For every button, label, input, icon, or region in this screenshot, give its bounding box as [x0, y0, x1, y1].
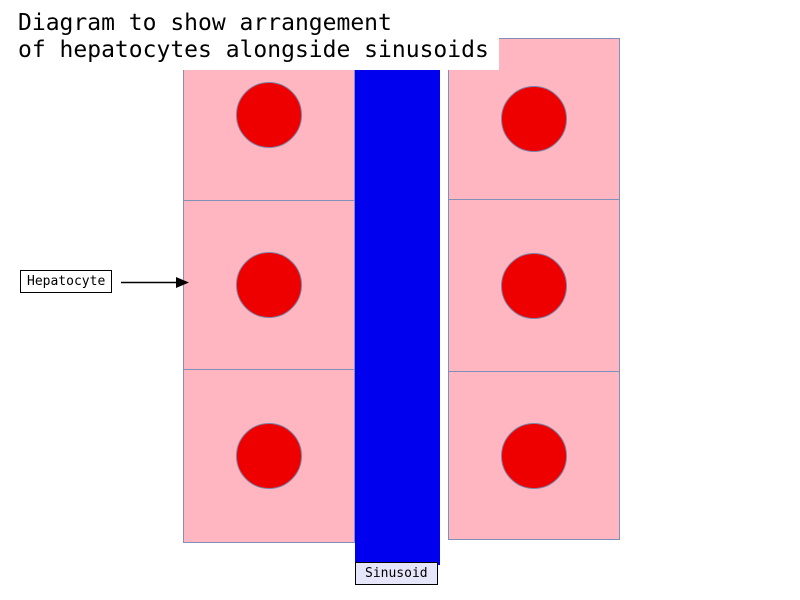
- hepatocyte-cell: [448, 199, 620, 372]
- hepatocyte-cell: [448, 38, 620, 200]
- hepatocyte-cell: [183, 200, 355, 370]
- arrow-right-icon: [121, 277, 189, 288]
- hepatocyte-nucleus: [236, 423, 302, 489]
- hepatocyte-nucleus: [501, 86, 567, 152]
- hepatocyte-cell: [183, 68, 355, 201]
- sinusoid-vessel: [355, 70, 440, 565]
- hepatocyte-nucleus: [236, 252, 302, 318]
- hepatocyte-nucleus: [501, 252, 567, 319]
- diagram-title: Diagram to show arrangement of hepatocyt…: [12, 6, 499, 70]
- hepatocyte-label: Hepatocyte: [20, 270, 113, 293]
- diagram-title-line1: Diagram to show arrangement: [18, 10, 392, 36]
- hepatocyte-cell: [183, 369, 355, 543]
- hepatocyte-nucleus: [501, 422, 567, 489]
- sinusoid-label: Sinusoid: [355, 562, 438, 585]
- hepatocyte-cell: [448, 371, 620, 540]
- diagram-title-line2: of hepatocytes alongside sinusoids: [18, 37, 489, 63]
- hepatocyte-nucleus: [236, 81, 302, 148]
